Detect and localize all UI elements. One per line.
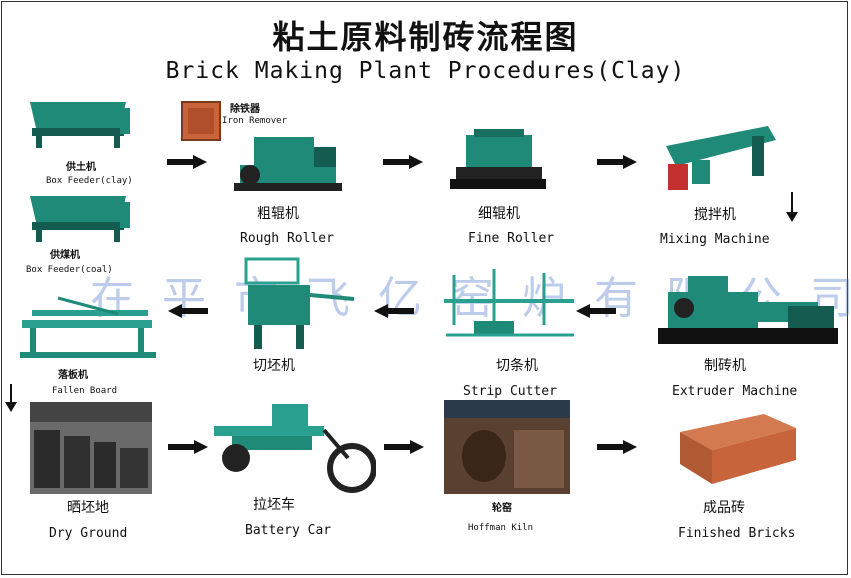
rough-roller-en: Rough Roller xyxy=(240,231,334,246)
dry-ground-en: Dry Ground xyxy=(49,526,128,541)
arrow-down-icon xyxy=(786,192,798,222)
mixing-machine-en: Mixing Machine xyxy=(660,232,770,247)
cutter-cn: 切坯机 xyxy=(253,358,295,374)
box-feeder-clay-cn: 供土机 xyxy=(66,162,96,173)
strip-cutter-en: Strip Cutter xyxy=(463,384,557,399)
box-feeder-coal-image xyxy=(30,196,130,242)
box-feeder-coal-en: Box Feeder(coal) xyxy=(26,265,113,275)
battery-car-image xyxy=(214,404,376,493)
arrow-right-icon xyxy=(168,440,208,454)
arrow-right-icon xyxy=(167,155,207,169)
finished-bricks-cn: 成品砖 xyxy=(703,500,745,516)
arrow-right-icon xyxy=(597,440,637,454)
fine-roller-en: Fine Roller xyxy=(468,231,555,246)
dry-ground-cn: 晒坯地 xyxy=(67,500,109,516)
extruder-en: Extruder Machine xyxy=(672,384,798,399)
finished-bricks-image xyxy=(680,414,796,484)
mixing-machine-image xyxy=(666,126,776,190)
arrow-left-icon xyxy=(374,304,414,318)
arrow-right-icon xyxy=(384,440,424,454)
battery-car-en: Battery Car xyxy=(245,523,332,538)
battery-car-cn: 拉坯车 xyxy=(253,497,295,513)
hoffman-kiln-cn: 轮窑 xyxy=(492,503,512,514)
title-english: Brick Making Plant Procedures(Clay) xyxy=(165,58,686,84)
box-feeder-clay-image xyxy=(30,102,130,148)
strip-cutter-cn: 切条机 xyxy=(496,358,538,374)
title-chinese: 粘土原料制砖流程图 xyxy=(272,18,579,56)
fine-roller-cn: 细辊机 xyxy=(478,206,520,222)
fallen-board-en: Fallen Board xyxy=(52,386,118,396)
cutter-image xyxy=(244,257,355,349)
iron-remover-cn: 除铁器 xyxy=(230,104,260,115)
fallen-board-cn: 落板机 xyxy=(58,370,88,381)
finished-bricks-en: Finished Bricks xyxy=(678,526,796,541)
arrow-left-icon xyxy=(168,304,208,318)
iron-remover-en: Iron Remover xyxy=(222,116,288,126)
strip-cutter-image xyxy=(444,269,574,337)
hoffman-kiln-en: Hoffman Kiln xyxy=(468,523,534,533)
arrow-right-icon xyxy=(383,155,423,169)
arrow-left-icon xyxy=(576,304,616,318)
arrow-right-icon xyxy=(597,155,637,169)
rough-roller-image xyxy=(234,137,342,191)
rough-roller-cn: 粗辊机 xyxy=(257,206,299,222)
mixing-machine-cn: 搅拌机 xyxy=(694,207,736,223)
fallen-board-image xyxy=(20,296,156,358)
dry-ground-image xyxy=(30,402,152,494)
extruder-cn: 制砖机 xyxy=(704,358,746,374)
iron-remover-image xyxy=(181,101,221,141)
fine-roller-image xyxy=(450,129,546,189)
arrow-down-icon xyxy=(5,384,17,412)
box-feeder-coal-cn: 供煤机 xyxy=(50,250,80,261)
box-feeder-clay-en: Box Feeder(clay) xyxy=(46,176,133,186)
hoffman-kiln-image xyxy=(444,400,570,494)
extruder-image xyxy=(658,276,838,344)
